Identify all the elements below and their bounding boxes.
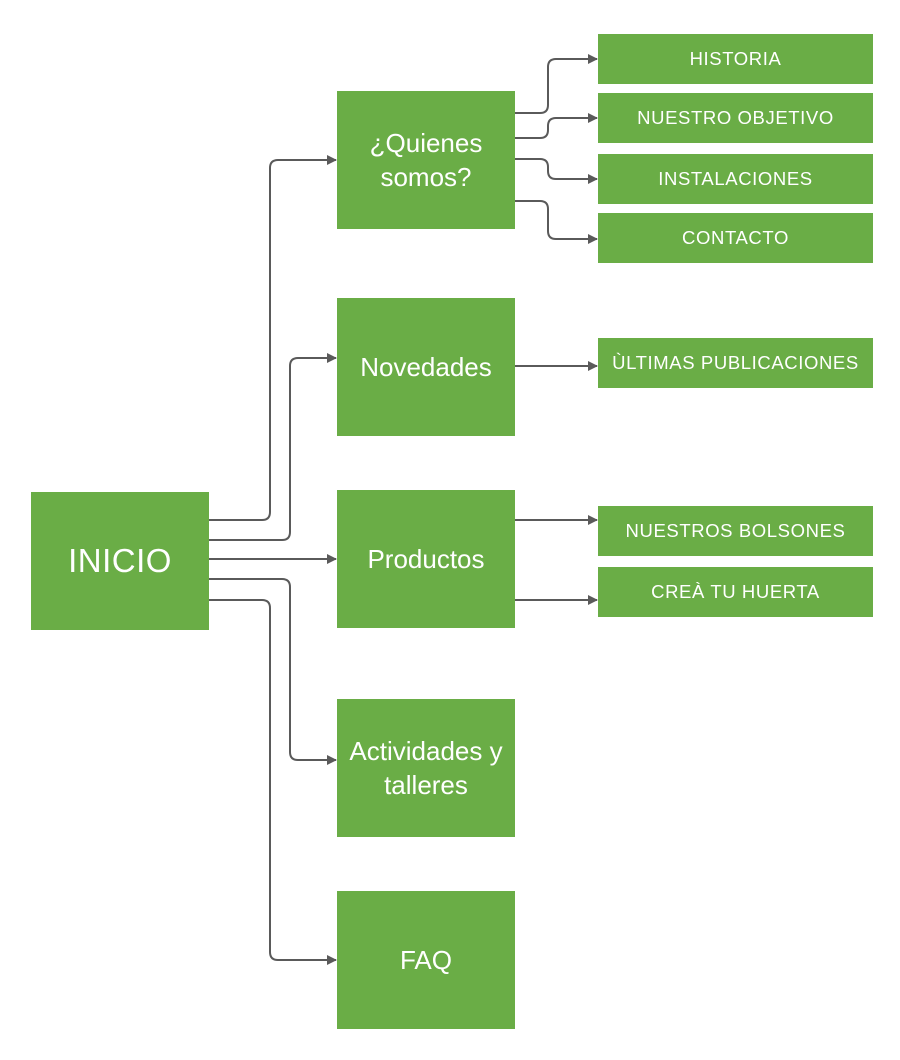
arrow-quienes-to-contacto [515, 200, 598, 244]
node-nuestros-bolsones-label: NUESTROS BOLSONES [625, 520, 846, 541]
node-crea-tu-huerta-label: CREÀ TU HUERTA [651, 581, 820, 602]
arrow-inicio-to-novedades [209, 353, 337, 541]
node-nuestro-objetivo-label: NUESTRO OBJETIVO [637, 107, 834, 128]
node-productos-label: Productos [367, 544, 485, 574]
node-crea-tu-huerta[interactable]: CREÀ TU HUERTA [598, 567, 873, 617]
node-ultimas-publicaciones[interactable]: ÙLTIMAS PUBLICACIONES [598, 338, 873, 388]
arrow-quienes-to-instalaciones [515, 158, 598, 184]
node-quienes-somos-label: ¿Quienes somos? [369, 128, 483, 192]
node-faq[interactable]: FAQ [337, 891, 515, 1029]
node-novedades-label: Novedades [360, 352, 492, 382]
node-faq-label: FAQ [399, 945, 452, 975]
arrow-inicio-to-actividades [209, 578, 337, 765]
node-inicio[interactable]: INICIO [31, 492, 209, 630]
node-ultimas-publicaciones-label: ÙLTIMAS PUBLICACIONES [612, 352, 859, 373]
arrow-quienes-to-objetivo [515, 113, 598, 139]
arrow-inicio-to-faq [209, 599, 337, 965]
node-nuestro-objetivo[interactable]: NUESTRO OBJETIVO [598, 93, 873, 143]
node-actividades[interactable]: Actividades y talleres [337, 699, 515, 837]
node-inicio-label: INICIO [68, 542, 172, 579]
node-quienes-somos[interactable]: ¿Quienes somos? [337, 91, 515, 229]
node-novedades[interactable]: Novedades [337, 298, 515, 436]
arrow-inicio-to-quienes [209, 155, 337, 521]
node-actividades-label: Actividades y talleres [349, 736, 503, 800]
node-historia-label: HISTORIA [689, 48, 782, 69]
node-productos[interactable]: Productos [337, 490, 515, 628]
arrow-quienes-to-historia [515, 54, 598, 114]
node-instalaciones[interactable]: INSTALACIONES [598, 154, 873, 204]
node-nuestros-bolsones[interactable]: NUESTROS BOLSONES [598, 506, 873, 556]
node-contacto-label: CONTACTO [682, 227, 789, 248]
node-contacto[interactable]: CONTACTO [598, 213, 873, 263]
node-instalaciones-label: INSTALACIONES [658, 168, 813, 189]
node-historia[interactable]: HISTORIA [598, 34, 873, 84]
